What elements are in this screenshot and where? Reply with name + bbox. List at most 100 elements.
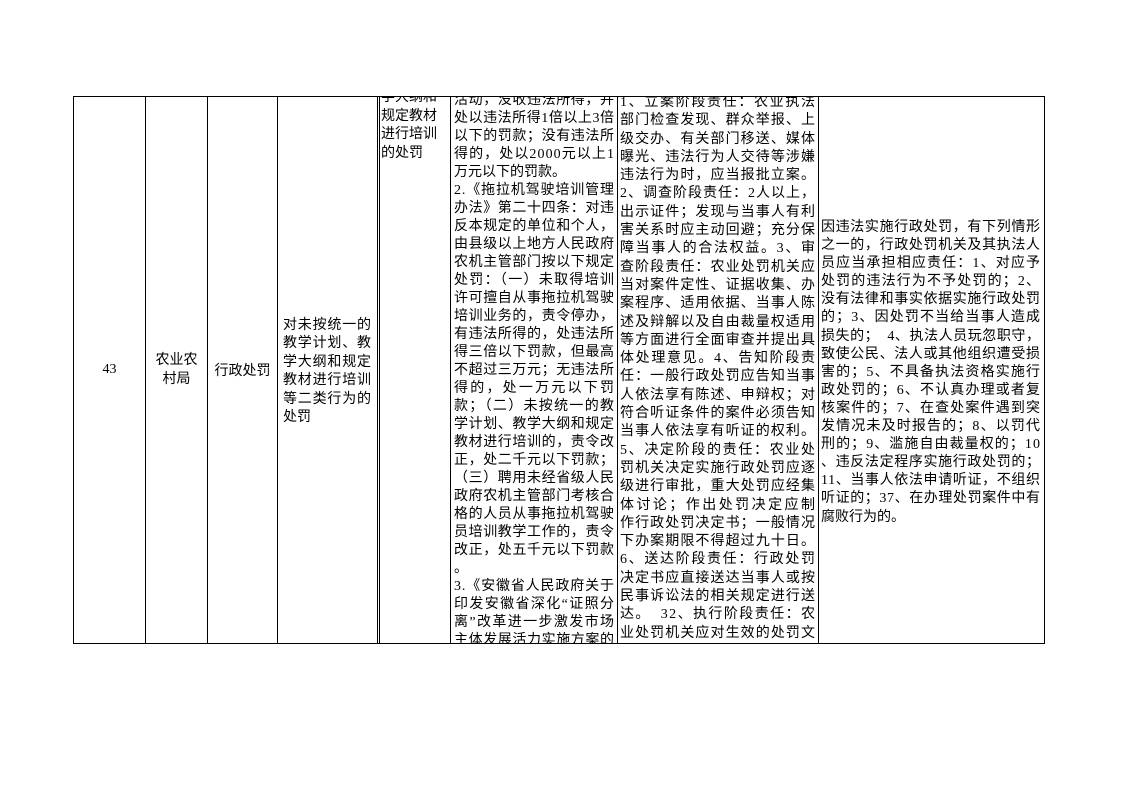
accountability-line: 之一的，行政处罚机关及其执法人 [821, 238, 1041, 254]
accountability-line: 因违法实施行政处罚，有下列情形 [821, 220, 1041, 235]
responsibility-line: 障当事人的合法权益。3、审 [620, 241, 817, 257]
legal-basis-line: 格的人员从事拖拉机驾驶 [454, 507, 615, 522]
sub-item-name-line: 规定教材 [381, 108, 437, 124]
responsibility-line: 决定书应直接送达当事人或按 [620, 570, 817, 586]
responsibility-line: 任：一般行政处罚应告知当事 [620, 369, 817, 385]
legal-basis-line: 离”改革进一步激发市场 [454, 615, 616, 630]
legal-basis-line: 许可擅自从事拖拉机驾驶 [454, 291, 615, 306]
responsibility-line: 害关系时应主动回避；充分保 [620, 223, 817, 239]
responsibility-line: 下办案期限不得超过九十日。 [620, 534, 817, 550]
responsibility-line: 出示证件；发现与当事人有利 [620, 204, 817, 220]
department-text: 农业农村局 [146, 351, 207, 389]
legal-basis-line: 有违法所得的，处违法所 [454, 327, 615, 342]
legal-basis-line: 处罚：（一）未取得培训 [454, 273, 616, 288]
responsibility-line: 等方面进行全面审查并提出具 [620, 332, 817, 348]
item-name-text: 对未按统一的教学计划、教学大纲和规定教材进行培训等二类行为的处罚 [283, 317, 371, 427]
legal-basis-line: 培训业务的，责令停办， [454, 309, 615, 324]
responsibility-line: 人依法享有陈述、申辩权；对 [620, 387, 817, 403]
accountability-line: 处罚的违法行为不予处罚的；2、 [821, 274, 1042, 290]
legal-basis-line: 学计划、教学大纲和规定 [454, 417, 615, 432]
department-cell: 农业农村局 [145, 97, 207, 643]
legal-basis-line: 万元以下的罚款。 [454, 165, 566, 180]
accountability-line: 11、当事人依法申请听证，不组织 [821, 473, 1041, 489]
responsibility-line: 级进行审批，重大处罚应经集 [620, 479, 817, 495]
legal-basis-line: （三）聘用未经省级人民 [454, 471, 615, 486]
responsibility-line: 曝光、违法行为人交待等涉嫌 [620, 149, 817, 165]
legal-basis-line: 不超过三万元；无违法所 [454, 363, 615, 378]
responsibility-line: 部门检查发现、群众举报、上 [620, 113, 817, 129]
responsibility-line: 体讨论；作出处罚决定应制 [620, 497, 818, 513]
legal-basis-line: 以下的罚款；没有违法所 [454, 129, 615, 144]
accountability-line: 政处罚的；6、不认真办理或者复 [821, 382, 1042, 398]
legal-basis-line: 农机主管部门按以下规定 [454, 255, 615, 270]
responsibility-line: 6、送达阶段责任：行政处罚 [620, 552, 817, 568]
responsibility-line: 民事诉讼法的相关规定进行送 [620, 589, 817, 605]
item-name-line: 等二类行为的 [283, 391, 372, 407]
row-number: 43 [102, 362, 117, 377]
accountability-line: 发情况未及时报告的；8、以罚代 [821, 419, 1042, 435]
legal-basis-line: 主体发展活力实施方案的 [454, 633, 615, 643]
sub-item-name-text: 学大纲和规定教材进行培训的处罚 [381, 97, 448, 163]
department-line: 农业农 [155, 353, 198, 368]
item-name-line: 处罚 [283, 410, 311, 426]
legal-basis-line: 活动，没收违法所得，并 [454, 97, 615, 108]
responsibility-text: 1、立案阶段责任：农业执法部门检查发现、群众举报、上级交办、有关部门移送、媒体曝… [620, 97, 815, 643]
department-line: 村局 [162, 372, 191, 387]
legal-basis-line: 员培训教学工作的，责令 [454, 525, 615, 540]
responsibility-line: 达。 32、执行阶段责任：农 [620, 607, 817, 623]
legal-basis-line: 教材进行培训的，责令改 [454, 435, 615, 450]
accountability-line: 害的；5、不具备执法资格实施行 [821, 364, 1042, 380]
legal-basis-line: 3.《安徽省人民政府关于 [454, 579, 615, 594]
legal-basis-line: 正，处二千元以下罚款； [454, 453, 615, 468]
legal-basis-line: 。 [454, 561, 468, 576]
sub-item-name-line: 学大纲和 [381, 97, 437, 105]
responsibility-line: 业处罚机关应对生效的处罚文 [620, 625, 817, 641]
responsibility-line: 2、调查阶段责任：2人以上， [620, 186, 816, 202]
legal-basis-line: 处以违法所得1倍以上3倍 [454, 111, 615, 126]
legal-basis-line: 办法》第二十四条：对违 [454, 201, 615, 216]
sub-item-name-line: 的处罚 [381, 145, 423, 161]
legal-basis-line: 得三倍以下罚款，但最高 [454, 345, 615, 360]
item-name-line: 对未按统一的 [283, 317, 372, 333]
legal-basis-text: 活动，没收违法所得，并处以违法所得1倍以上3倍以下的罚款；没有违法所得的，处以2… [454, 97, 614, 643]
responsibility-line: 作行政处罚决定书；一般情况 [620, 515, 817, 531]
responsibility-cell: 1、立案阶段责任：农业执法部门检查发现、群众举报、上级交办、有关部门移送、媒体曝… [617, 97, 818, 643]
power-category: 行政处罚 [214, 364, 271, 379]
legal-basis-line: 款；（二）未按统一的教 [454, 399, 616, 414]
legal-basis-cell: 活动，没收违法所得，并处以违法所得1倍以上3倍以下的罚款；没有违法所得的，处以2… [450, 97, 617, 643]
responsibility-line: 述及辩解以及自由裁量权适用 [620, 314, 817, 330]
responsibility-line: 罚机关决定实施行政处罚应逐 [620, 460, 817, 476]
responsibility-line: 符合听证条件的案件必须告知 [620, 406, 817, 422]
accountability-line: 损失的； 4、执法人员玩忽职守， [821, 328, 1041, 344]
responsibility-line: 案程序、适用依据、当事人陈 [620, 296, 817, 312]
legal-basis-line: 由县级以上地方人民政府 [454, 237, 615, 252]
responsibility-line: 级交办、有关部门移送、媒体 [620, 131, 817, 147]
accountability-line: 、违反法定程序实施行政处罚的； [821, 455, 1041, 471]
category-cell: 行政处罚 [207, 97, 277, 643]
accountability-line: 没有法律和事实依据实施行政处罚 [821, 292, 1041, 308]
legal-basis-line: 2.《拖拉机驾驶培训管理 [454, 183, 615, 198]
accountability-cell: 因违法实施行政处罚，有下列情形之一的，行政处罚机关及其执法人员应当承担相应责任：… [818, 97, 1045, 643]
legal-basis-line: 得的，处以2000元以上1 [454, 147, 616, 162]
accountability-line: 腐败行为的。 [821, 509, 905, 525]
legal-basis-line: 反本规定的单位和个人， [454, 219, 615, 234]
item-name-line: 学大纲和规定 [283, 354, 372, 370]
sub-item-name-line: 进行培训 [381, 127, 437, 142]
responsibility-line: 当事人依法享有听证的权利。 [620, 424, 817, 440]
responsibility-line: 当对案件定性、证据收集、办 [620, 277, 817, 293]
row-number-cell: 43 [73, 97, 145, 643]
accountability-line: 听证的；37、在办理处罚案件中有 [821, 491, 1041, 507]
accountability-line: 员应当承担相应责任：1、对应予 [821, 256, 1042, 272]
accountability-line: 刑的；9、滥施自由裁量权的；10 [821, 437, 1042, 453]
item-name-line: 教学计划、教 [283, 336, 372, 352]
power-list-table: 43 农业农村局 行政处罚 对未按统一的教学计划、教学大纲和规定教材进行培训等二… [73, 96, 1045, 644]
responsibility-line: 违法行为时，应当报批立案。 [620, 168, 817, 184]
item-name-line: 教材进行培训 [283, 373, 372, 389]
responsibility-line: 1、立案阶段责任：农业执法 [620, 97, 817, 110]
accountability-text: 因违法实施行政处罚，有下列情形之一的，行政处罚机关及其执法人员应当承担相应责任：… [821, 219, 1040, 527]
responsibility-line: 5、决定阶段的责任：农业处 [620, 442, 817, 458]
accountability-line: 核案件的；7、在查处案件遇到突 [821, 400, 1042, 416]
accountability-line: 的；3、因处罚不当给当事人造成 [821, 310, 1042, 326]
sub-item-name-cell: 学大纲和规定教材进行培训的处罚 [377, 97, 450, 643]
responsibility-line: 查阶段责任：农业处罚机关应 [620, 259, 817, 275]
